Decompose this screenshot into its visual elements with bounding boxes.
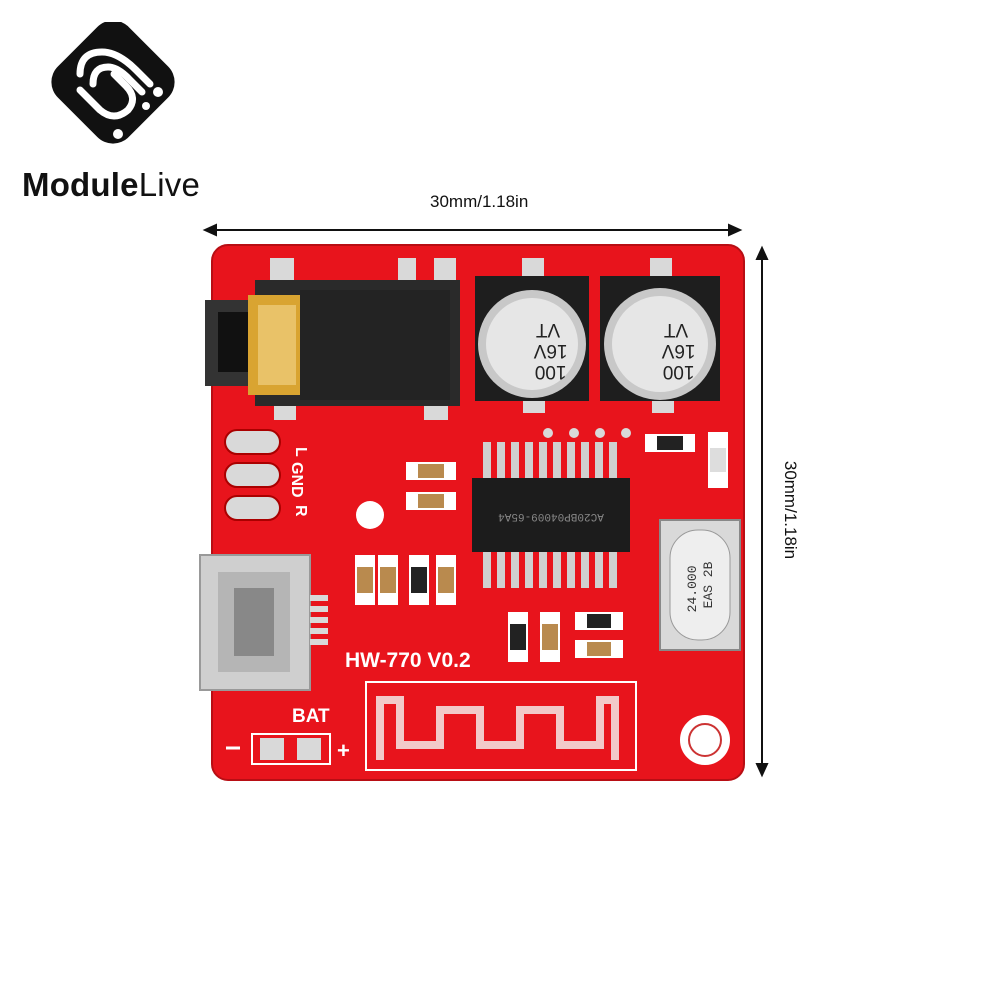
width-arrow — [202, 223, 743, 237]
board-model-label: HW-770 V0.2 — [345, 649, 471, 672]
bat-label: BAT — [292, 706, 330, 727]
audio-output-pads — [224, 429, 281, 521]
brand-name-light: Live — [138, 166, 201, 203]
width-dimension-label: 30mm/1.18in — [430, 192, 529, 211]
svg-text:L: L — [292, 447, 309, 457]
capacitor-left-value: 100 — [535, 361, 567, 382]
modulelive-logo — [18, 20, 208, 212]
pcb-antenna — [365, 681, 637, 771]
height-arrow — [755, 245, 769, 778]
battery-pads: + — [226, 733, 350, 765]
svg-text:100 16V VT: 100 16V VT — [656, 319, 695, 382]
micro-usb-port — [199, 554, 328, 691]
audio-jack — [205, 280, 460, 406]
brand-name: ModuleLive — [22, 166, 200, 204]
svg-text:24.000 EAS 2B: 24.000 EAS 2B — [685, 558, 716, 613]
svg-text:100 16V VT: 100 16V VT — [528, 319, 567, 382]
brand-name-bold: Module — [22, 166, 139, 203]
svg-text:GND: GND — [288, 462, 305, 498]
capacitor-right: 100 16V VT — [600, 276, 720, 401]
svg-text:+: + — [337, 738, 350, 763]
smd-components — [355, 432, 728, 662]
amplifier-chip: AC20BP04009-65A4 — [472, 442, 630, 588]
crystal-oscillator: 24.000 EAS 2B — [659, 519, 741, 651]
chip-marking: AC20BP04009-65A4 — [498, 510, 604, 522]
svg-text:R: R — [292, 505, 309, 517]
capacitor-left: 100 16V VT — [475, 276, 589, 401]
